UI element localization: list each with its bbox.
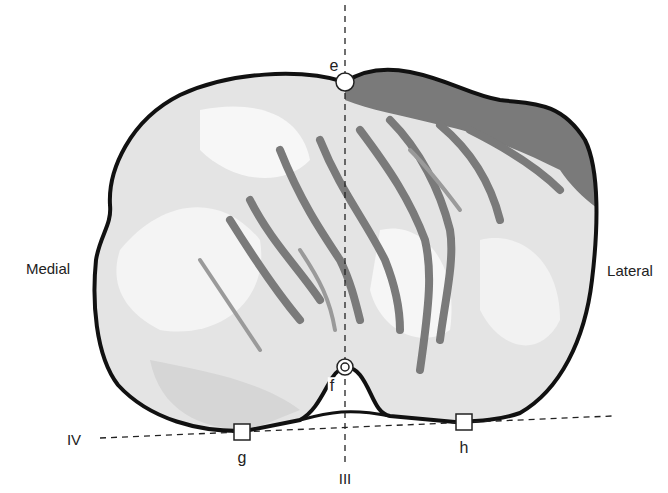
line-label: IV — [65, 432, 83, 449]
point-marker — [341, 363, 349, 371]
point-marker — [337, 359, 353, 375]
tangent-line — [100, 416, 612, 438]
point-marker — [456, 414, 472, 430]
point-label: e — [328, 57, 341, 75]
point-label: f — [328, 377, 336, 395]
side-label: Lateral — [605, 263, 655, 280]
line-label: III — [337, 471, 354, 488]
point-label: h — [458, 439, 471, 457]
point-marker — [234, 424, 250, 440]
side-label: Medial — [24, 261, 72, 278]
point-marker — [336, 73, 354, 91]
point-label: g — [236, 449, 249, 467]
